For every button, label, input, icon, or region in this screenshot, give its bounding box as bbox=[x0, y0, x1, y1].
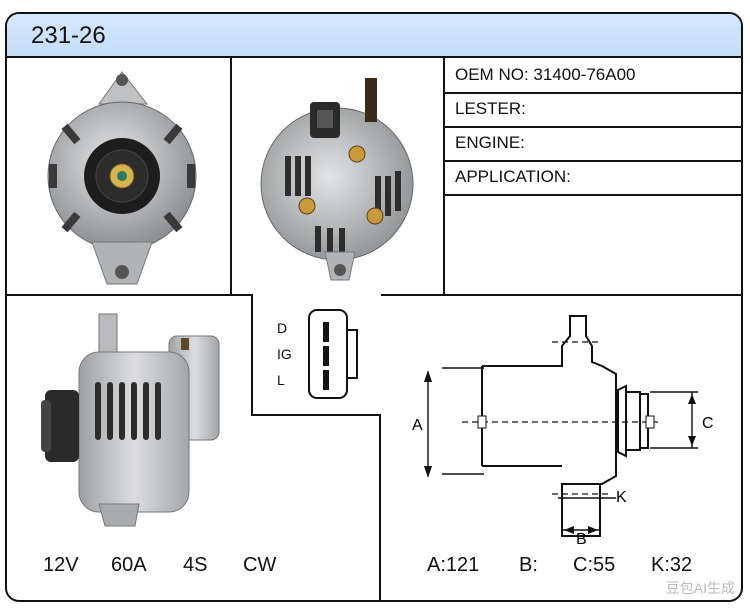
watermark: 豆包AI生成 bbox=[665, 580, 735, 596]
application-row: APPLICATION: bbox=[447, 160, 741, 194]
alternator-side-image bbox=[41, 313, 220, 527]
pin-label-d: D bbox=[277, 320, 288, 336]
pin-label-ig: IG bbox=[277, 346, 292, 362]
lester-row: LESTER: bbox=[447, 92, 741, 126]
lester-label: LESTER: bbox=[455, 99, 526, 118]
engine-row: ENGINE: bbox=[447, 126, 741, 160]
connector-plug-icon bbox=[308, 309, 358, 399]
product-card: 231-26 OEM NO: 31400-76A00 LESTER: ENGIN… bbox=[5, 12, 743, 602]
divider bbox=[379, 294, 381, 600]
application-label: APPLICATION: bbox=[455, 167, 571, 186]
divider bbox=[443, 160, 741, 162]
alternator-rear-image bbox=[260, 78, 414, 281]
value-k: K:32 bbox=[651, 554, 693, 576]
divider bbox=[443, 126, 741, 128]
value-a: A:121 bbox=[427, 554, 480, 576]
value-b: B: bbox=[519, 554, 538, 576]
divider bbox=[443, 58, 445, 294]
model-number: 231-26 bbox=[31, 22, 106, 49]
dim-label-b: B bbox=[576, 531, 587, 546]
divider bbox=[230, 58, 232, 294]
header-bar: 231-26 bbox=[7, 14, 741, 58]
dimension-drawing: A C B K bbox=[412, 315, 714, 546]
oem-number: OEM NO: 31400-76A00 bbox=[455, 65, 636, 84]
oem-row: OEM NO: 31400-76A00 bbox=[447, 58, 741, 92]
dim-label-k: K bbox=[616, 489, 627, 506]
spec-groove: 4S bbox=[183, 554, 208, 576]
spec-voltage: 12V bbox=[43, 554, 79, 576]
divider bbox=[443, 194, 741, 196]
spec-rotation: CW bbox=[243, 554, 277, 576]
dim-label-c: C bbox=[702, 415, 714, 432]
pin-label-l: L bbox=[277, 372, 285, 388]
engine-label: ENGINE: bbox=[455, 133, 525, 152]
value-c: C:55 bbox=[573, 554, 616, 576]
alternator-front-image bbox=[47, 71, 197, 285]
divider bbox=[443, 92, 741, 94]
connector-box: D IG L bbox=[251, 294, 381, 416]
dim-label-a: A bbox=[412, 417, 423, 434]
spec-amperage: 60A bbox=[111, 554, 147, 576]
